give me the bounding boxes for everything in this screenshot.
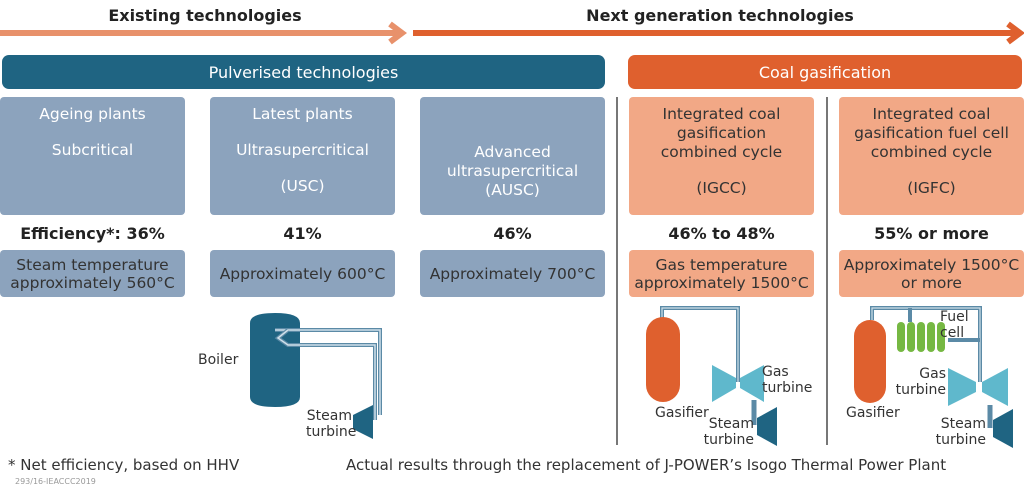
pulverised-group-bar: Pulverised technologies [2,55,605,89]
next-arrowhead [1006,21,1024,45]
box-line: combined cycle [660,143,783,161]
efficiency-value: 41% [283,224,322,243]
condition-line: approximately 560°C [10,273,175,292]
gasifier-icon [646,317,680,402]
condition-line: Steam temperature [16,255,169,274]
condition-line: Gas temperature [655,255,788,274]
box-line: Integrated coal [872,105,991,123]
box-line: gasification fuel cell [854,124,1009,142]
existing-arrowhead [388,21,407,45]
label-line: Steam [940,416,986,432]
label-line: Fuel [940,309,969,325]
label-line: turbine [762,380,813,396]
next-technologies-heading: Next generation technologies [586,6,854,25]
gasifier-icon [854,320,886,403]
label-line: turbine [306,424,357,440]
gas-turbine-icon [948,368,976,406]
fuel-cell-icon [897,322,945,352]
efficiency-value: 46% [493,224,532,243]
label-line: turbine [703,432,754,448]
box-line: (IGFC) [907,179,956,197]
tech-box-ausc: Advanced ultrasupercritical (AUSC) [420,97,605,215]
boiler-icon [250,313,300,407]
igfc-diagram [854,306,1013,448]
label-line: turbine [935,432,986,448]
tech-box-usc: Latest plants Ultrasupercritical (USC) [210,97,395,215]
efficiency-value: 46% to 48% [668,224,775,243]
gasification-group-bar: Coal gasification [628,55,1022,89]
label-line: turbine [895,382,946,398]
label-line: cell [940,325,965,341]
box-line: Integrated coal [662,105,781,123]
tech-box-igcc: Integrated coal gasification combined cy… [629,97,814,215]
steam-turbine-icon [757,407,777,446]
temperature-box: Approximately 600°C [210,250,395,297]
label-line: Gas [762,364,789,380]
box-line: (IGCC) [696,179,747,197]
condition-line: approximately 1500°C [634,273,809,292]
boiler-diagram [250,313,382,439]
condition-line: or more [901,273,962,292]
box-line: Ageing plants [39,105,146,123]
tech-box-subcritical: Ageing plants Subcritical [0,97,185,215]
footnote: * Net efficiency, based on HHV [8,456,240,474]
box-line: ultrasupercritical [446,162,579,180]
gas-turbine-icon [712,365,736,402]
box-line: gasification [676,124,767,142]
divider [826,97,828,445]
tech-box-igfc: Integrated coal gasification fuel cell c… [839,97,1024,215]
label-line: Gas [919,366,946,382]
box-line: (USC) [280,177,325,195]
steam-turbine-icon [993,409,1013,448]
box-line: Advanced [474,143,551,161]
box-line: (AUSC) [485,181,540,199]
label-line: Steam [708,416,754,432]
box-line: Subcritical [51,141,134,159]
box-line: combined cycle [870,143,993,161]
timeline-arrows [0,21,1024,45]
boiler-label: Boiler [198,352,239,368]
label-line: Steam [306,408,352,424]
efficiency-value: Efficiency*: 36% [20,224,165,243]
box-line: Latest plants [252,105,353,123]
temperature-box: Approximately 700°C [420,250,605,297]
igcc-diagram [646,306,777,446]
steam-turbine-icon [353,405,373,439]
condition-line: Approximately 1500°C [843,255,1020,274]
existing-technologies-heading: Existing technologies [108,6,302,25]
gasifier-label: Gasifier [846,405,900,421]
document-code: 293/16-IEACCC2019 [15,477,96,486]
condition-line: Approximately 700°C [429,264,596,283]
gasifier-label: Gasifier [655,405,709,421]
condition-line: Approximately 600°C [219,264,386,283]
box-line: Ultrasupercritical [236,141,369,159]
efficiency-value: 55% or more [874,224,989,243]
source-note: Actual results through the replacement o… [346,456,947,474]
divider [616,97,618,445]
